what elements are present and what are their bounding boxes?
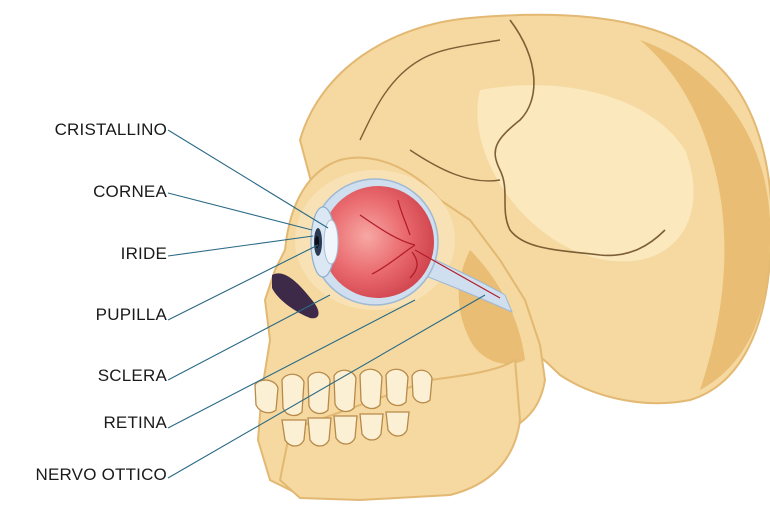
pointer-cornea bbox=[168, 193, 312, 230]
eyeball bbox=[322, 186, 434, 298]
label-iride: IRIDE bbox=[121, 244, 167, 264]
label-cristallino: CRISTALLINO bbox=[55, 120, 167, 140]
label-retina: RETINA bbox=[103, 413, 167, 433]
label-pupilla: PUPILLA bbox=[96, 305, 167, 325]
label-cornea: CORNEA bbox=[93, 182, 167, 202]
label-sclera: SCLERA bbox=[98, 366, 167, 386]
label-nervo-ottico: NERVO OTTICO bbox=[36, 465, 168, 485]
